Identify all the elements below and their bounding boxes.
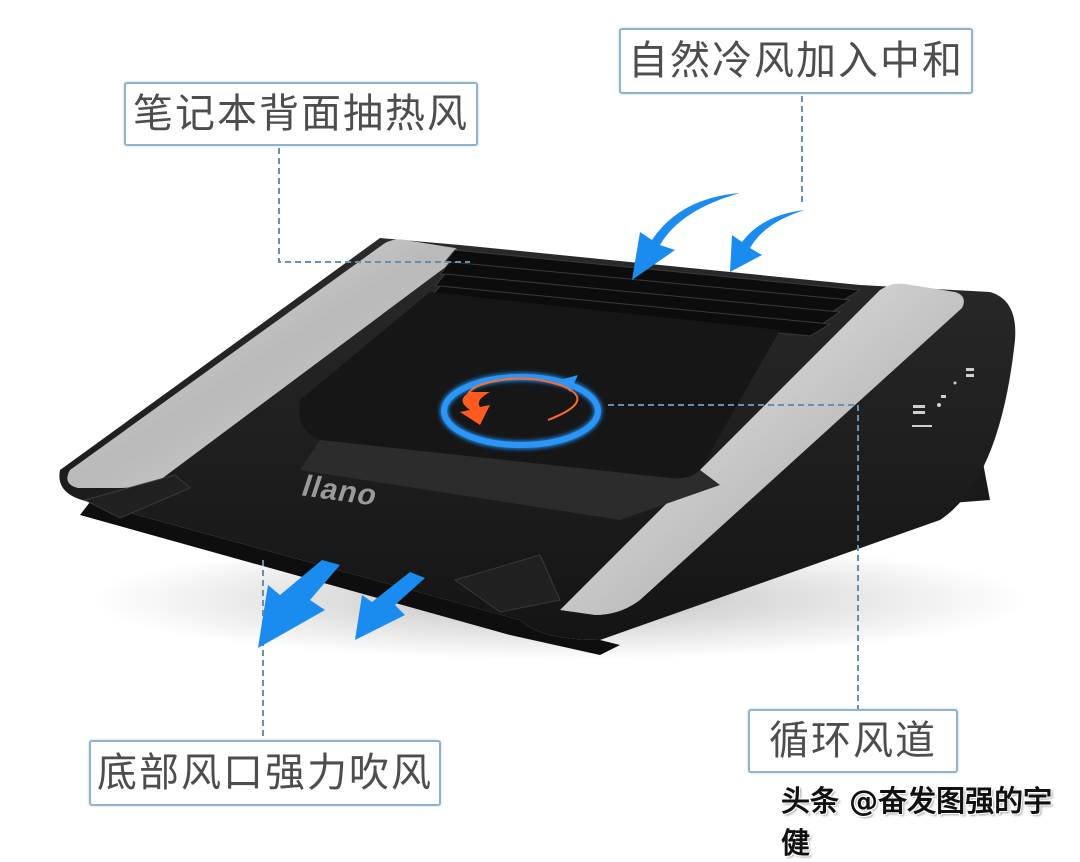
watermark: 头条 @奋发图强的宇健 [781, 784, 1053, 860]
callout-rear-heat-extraction: 笔记本背面抽热风 [124, 82, 478, 146]
callout-natural-cool-air: 自然冷风加入中和 [619, 28, 973, 94]
callout-circulation-duct: 循环风道 [748, 709, 958, 773]
callout-bottom-vent-blow: 底部风口强力吹风 [89, 740, 441, 806]
laptop-cooler-illustration [59, 96, 1030, 740]
product-diagram: llano 自然冷风加入中和 笔记本背面抽热风 底部风口强力吹风 循环风道 头条… [59, 28, 1052, 860]
